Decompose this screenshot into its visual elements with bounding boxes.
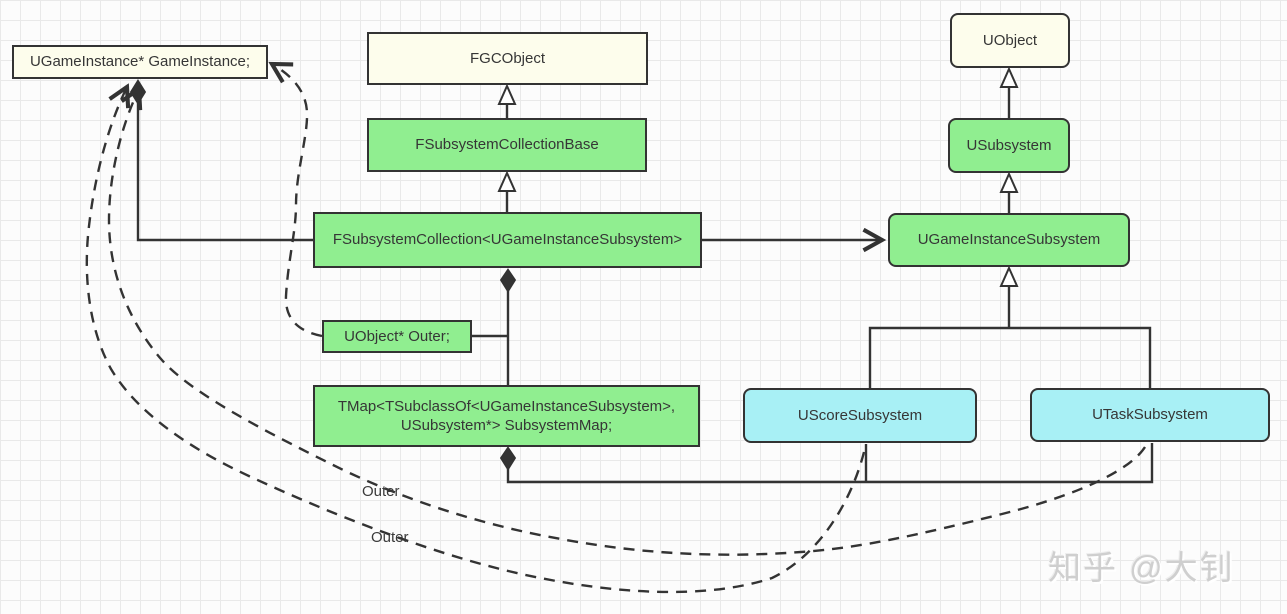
node-usubsystem: USubsystem <box>948 118 1070 173</box>
node-uobject-outer: UObject* Outer; <box>322 320 472 353</box>
node-fsubsystemcollectionbase-label: FSubsystemCollectionBase <box>415 136 599 154</box>
node-utasksubsystem-label: UTaskSubsystem <box>1092 406 1208 424</box>
watermark: 知乎 @大钊 <box>1048 549 1235 586</box>
node-uobject: UObject <box>950 13 1070 68</box>
node-fsubsystemcollectionbase: FSubsystemCollectionBase <box>367 118 647 172</box>
composition-edge-gameinstance-collection <box>129 79 313 242</box>
node-utasksubsystem: UTaskSubsystem <box>1030 388 1270 442</box>
node-uscoresubsystem-label: UScoreSubsystem <box>797 406 923 424</box>
edge-label-outer-1: Outer <box>362 483 400 500</box>
node-tmap-label-line1: TMap<TSubclassOf<UGameInstanceSubsystem>… <box>337 397 676 415</box>
node-ugameinstancesubsystem-label: UGameInstanceSubsystem <box>917 231 1101 249</box>
node-uobject-outer-label: UObject* Outer; <box>344 327 450 345</box>
composition-edge-collection-members <box>472 268 517 385</box>
inheritance-edge-collection-collectionbase <box>497 170 517 212</box>
node-fsubsystemcollection: FSubsystemCollection<UGameInstanceSubsys… <box>313 212 702 268</box>
node-ugameinstancesubsystem: UGameInstanceSubsystem <box>888 213 1130 267</box>
node-fgcobject: FGCObject <box>367 32 648 85</box>
node-fsubsystemcollection-label: FSubsystemCollection<UGameInstanceSubsys… <box>332 231 683 249</box>
inheritance-edge-collectionbase-fgcobject <box>497 83 517 120</box>
edge-label-outer-2: Outer <box>371 529 409 546</box>
node-ugameinstance-var: UGameInstance* GameInstance; <box>12 45 268 79</box>
node-tmap-label-line2: USubsystem*> SubsystemMap; <box>400 417 613 434</box>
inheritance-edge-ugameinstancesubsystem-usubsystem <box>999 171 1019 213</box>
composition-edge-tmap-subsystems <box>499 443 1154 484</box>
node-fgcobject-label: FGCObject <box>469 49 545 67</box>
inheritance-edge-usubsystem-uobject <box>999 66 1019 118</box>
node-usubsystem-label: USubsystem <box>966 136 1052 154</box>
node-tmap-subsystemmap: TMap<TSubclassOf<UGameInstanceSubsystem>… <box>313 385 700 447</box>
node-uobject-label: UObject <box>982 31 1038 49</box>
node-uscoresubsystem: UScoreSubsystem <box>743 388 977 443</box>
inheritance-edge-subsystems-ugameinstancesubsystem <box>868 265 1152 388</box>
node-ugameinstance-var-label: UGameInstance* GameInstance; <box>29 53 251 71</box>
outer-reference-collection-gameinstance <box>268 61 323 338</box>
